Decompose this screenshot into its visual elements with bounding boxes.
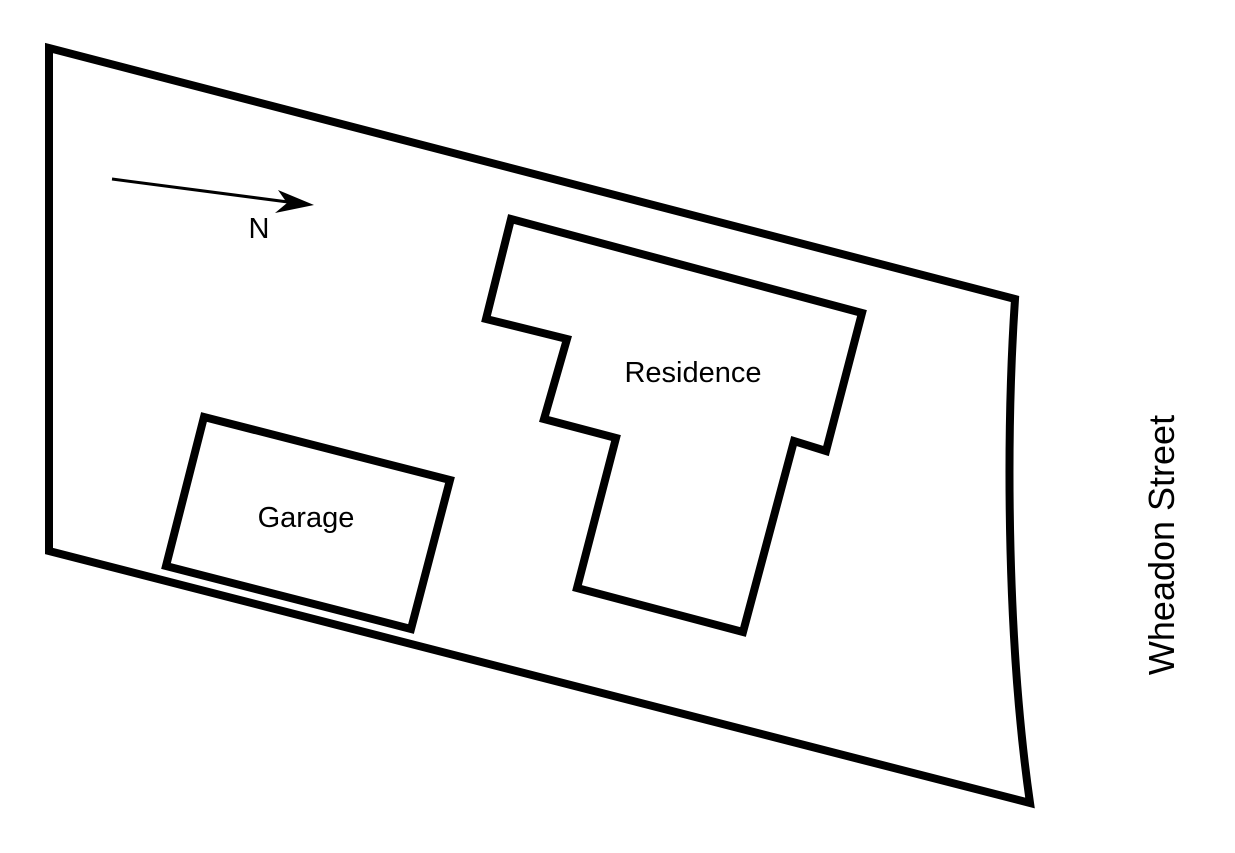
north-label: N xyxy=(249,213,270,245)
residence-outline xyxy=(481,214,867,637)
residence-label: Residence xyxy=(624,357,761,389)
garage-label: Garage xyxy=(258,502,355,534)
lot-boundary xyxy=(45,42,1035,809)
north-arrow-icon xyxy=(111,177,314,213)
street-label: Wheadon Street xyxy=(1141,415,1182,675)
garage-outline xyxy=(161,412,455,634)
